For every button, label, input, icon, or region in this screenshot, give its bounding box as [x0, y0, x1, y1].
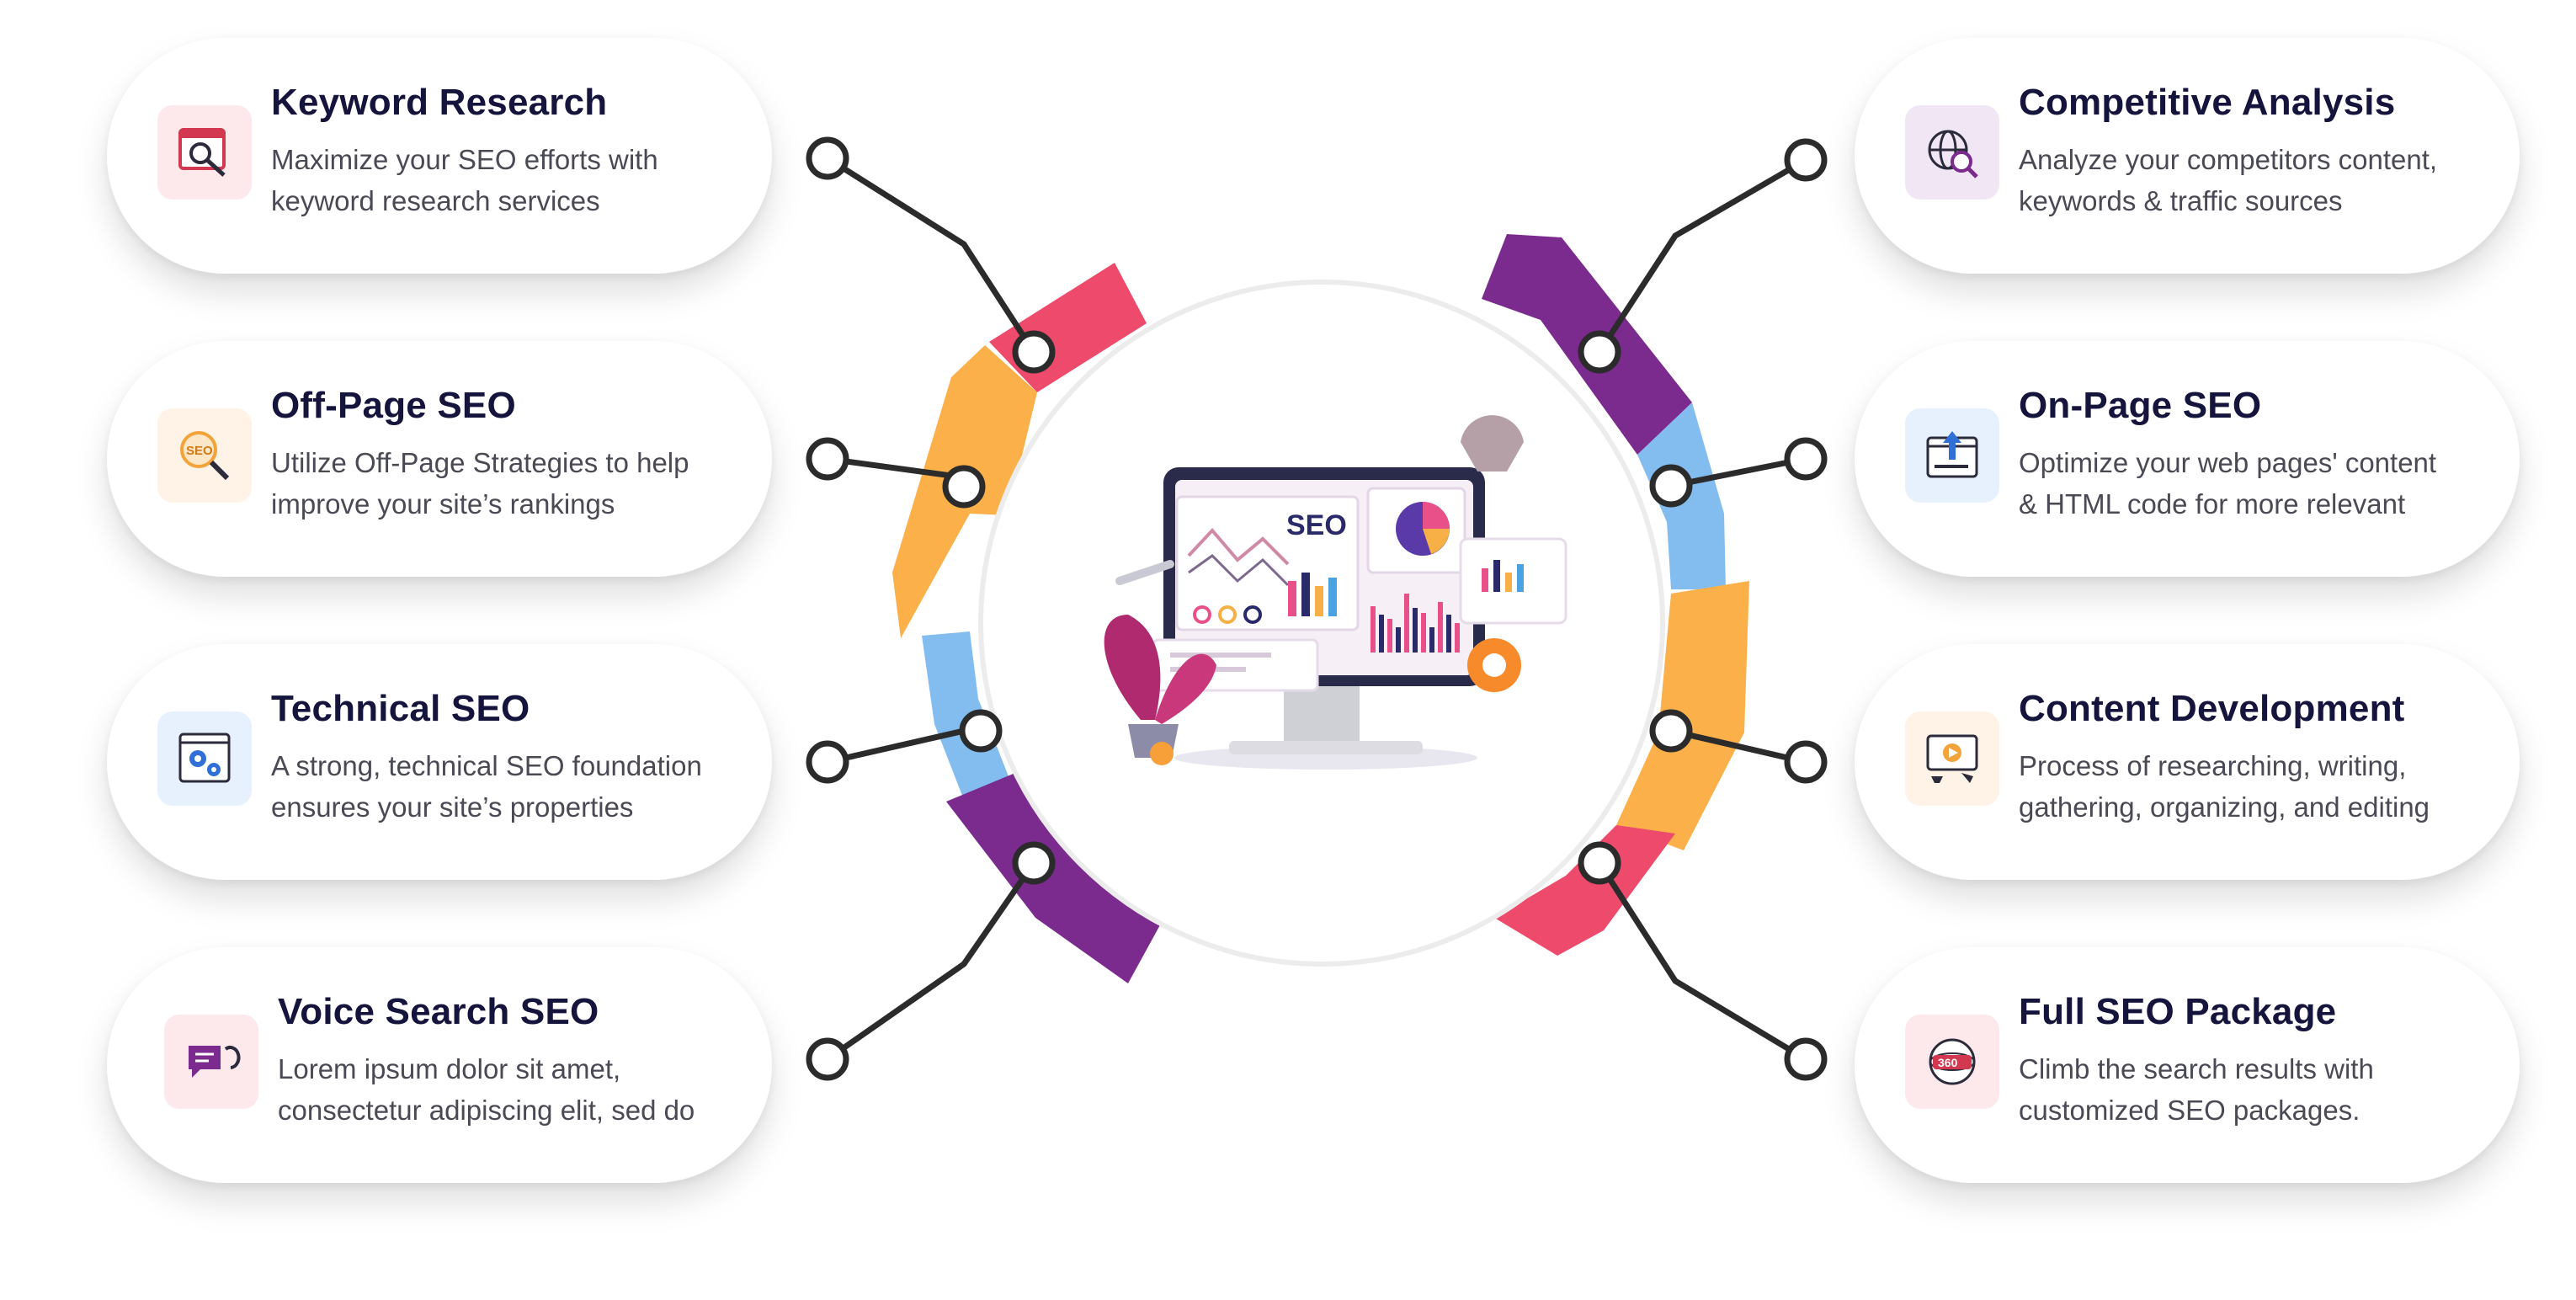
card-title: Voice Search SEO	[278, 991, 599, 1032]
connector-node	[942, 465, 986, 509]
service-card-content-development[interactable]: Content Development Process of researchi…	[1855, 644, 2520, 880]
connector-node	[806, 437, 849, 481]
svg-text:SEO: SEO	[186, 444, 213, 458]
service-card-full-seo-package[interactable]: 360 Full SEO Package Climb the search re…	[1855, 947, 2520, 1183]
ring-segment-purple-left	[946, 765, 1162, 983]
connector-node	[806, 740, 849, 784]
card-description: Process of researching, writing,gatherin…	[2019, 750, 2430, 823]
connector-keyword-research	[826, 156, 1036, 354]
connector-node	[959, 709, 1003, 753]
service-card-off-page-seo[interactable]: SEO Off-Page SEO Utilize Off-Page Strate…	[107, 341, 772, 577]
seo-magnifier-icon: SEO	[157, 408, 252, 503]
card-title: Off-Page SEO	[271, 385, 516, 426]
service-card-keyword-research[interactable]: Keyword Research Maximize your SEO effor…	[107, 38, 772, 274]
card-description: Lorem ipsum dolor sit amet,consectetur a…	[278, 1053, 695, 1126]
connector-voice-search	[825, 861, 1036, 1062]
connector-node	[1784, 138, 1828, 182]
page-upload-icon	[1905, 408, 1999, 503]
connector-node	[1649, 464, 1693, 508]
connector-technical	[827, 727, 965, 765]
connector-node	[1578, 330, 1621, 374]
card-title: Content Development	[2019, 688, 2405, 729]
seo-monitor-illustration: SEO	[1104, 415, 1567, 770]
connector-node	[1012, 841, 1056, 885]
service-card-technical-seo[interactable]: Technical SEO A strong, technical SEO fo…	[107, 644, 772, 880]
card-title: Keyword Research	[271, 82, 608, 123]
360-package-icon: 360	[1905, 1015, 1999, 1109]
service-card-on-page-seo[interactable]: On-Page SEO Optimize your web pages' con…	[1855, 341, 2520, 577]
connector-node	[806, 136, 849, 180]
card-title: Technical SEO	[271, 688, 530, 729]
gears-window-icon	[157, 711, 252, 806]
card-description: Optimize your web pages' content& HTML c…	[2019, 447, 2437, 519]
svg-text:360: 360	[1938, 1056, 1958, 1069]
connector-node	[1578, 841, 1621, 885]
service-card-competitive-analysis[interactable]: Competitive Analysis Analyze your compet…	[1855, 38, 2520, 274]
connector-content	[1670, 727, 1807, 765]
ring-segment-pink-right	[1494, 825, 1675, 956]
connector-node	[1649, 709, 1693, 753]
voice-chat-icon	[164, 1015, 258, 1109]
connector-on-page	[1670, 456, 1807, 489]
connector-node	[1784, 1037, 1828, 1081]
connector-node	[1784, 740, 1828, 784]
connector-full-package	[1597, 861, 1807, 1063]
connector-off-page	[827, 456, 965, 481]
video-content-icon	[1905, 711, 1999, 806]
screen-seo-label: SEO	[1286, 509, 1347, 541]
service-card-voice-search-seo[interactable]: Voice Search SEO Lorem ipsum dolor sit a…	[107, 947, 772, 1183]
connector-node	[1784, 437, 1828, 481]
connector-node	[1012, 330, 1056, 374]
card-description: Analyze your competitors content,keyword…	[2019, 144, 2438, 216]
globe-analysis-icon	[1905, 105, 1999, 200]
connector-node	[806, 1037, 849, 1081]
card-title: Competitive Analysis	[2019, 82, 2396, 123]
keyword-research-icon	[157, 105, 252, 200]
card-title: On-Page SEO	[2019, 385, 2262, 426]
connector-competitive	[1597, 157, 1807, 354]
card-title: Full SEO Package	[2019, 991, 2337, 1032]
